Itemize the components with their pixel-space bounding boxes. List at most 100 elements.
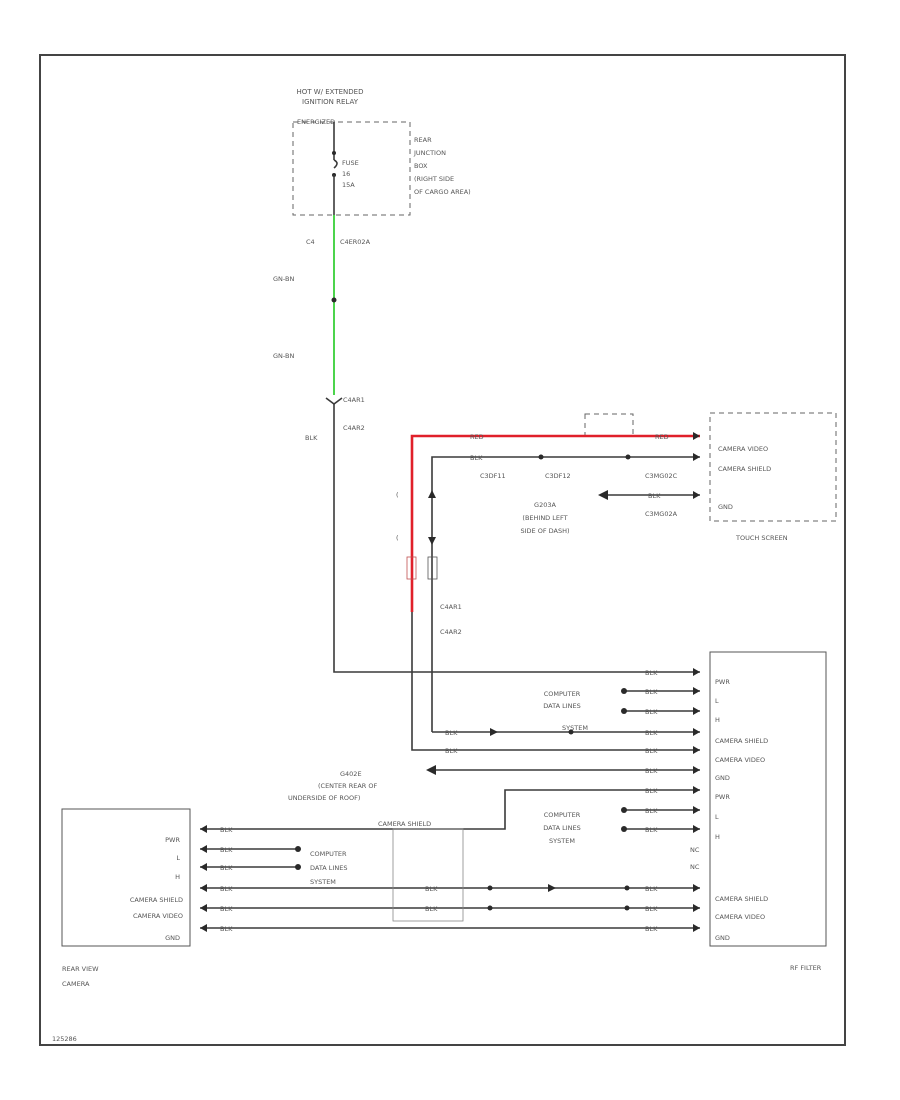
cam-data-dot-h xyxy=(295,864,301,870)
computer-data-1a: COMPUTER xyxy=(544,690,581,698)
relay-label-3: ENERGIZED xyxy=(297,118,335,126)
rear-view-camera-module: PWR L H CAMERA SHIELD CAMERA VIDEO GND R… xyxy=(61,808,191,988)
camera-video-wire-mid xyxy=(411,612,700,751)
rf-filter-module: PWR L H CAMERA SHIELD CAMERA VIDEO GND P… xyxy=(690,651,827,972)
arrow-cam-l xyxy=(200,845,207,853)
wire-label-touch-gnd: BLK xyxy=(648,492,661,500)
arrow-rf-gnd-2 xyxy=(693,924,700,932)
camera-pin-2: L xyxy=(176,854,180,862)
rf-pin-2: L xyxy=(715,697,719,705)
rf-filter-title: RF FILTER xyxy=(790,964,822,972)
rf-pin-4: CAMERA SHIELD xyxy=(715,737,768,745)
shield-enclosure xyxy=(392,828,464,922)
bracket-mark-2: ( xyxy=(396,534,399,542)
rf-pin-1: PWR xyxy=(715,678,730,686)
wire-label-gn-bn-2: GN-BN xyxy=(273,352,294,360)
wire-label-box-blk xyxy=(427,556,438,580)
ground-g402e-arrow xyxy=(426,765,436,775)
arrow-rf-shield-2 xyxy=(693,884,700,892)
conn-dot-video-a xyxy=(487,905,493,911)
ground-g203a-1: G203A xyxy=(534,501,556,509)
rf-pin-14: GND xyxy=(715,934,730,942)
camera-outline xyxy=(61,808,191,947)
wire-label-cam-shield-2: BLK xyxy=(425,885,438,893)
fuse-label-2: 16 xyxy=(342,170,350,178)
connector-dot-shield-2 xyxy=(538,454,544,460)
wire-label-cam-gnd-2: BLK xyxy=(645,925,658,933)
arrow-touch-shield xyxy=(693,453,700,461)
wire-label-cam-pwr: BLK xyxy=(220,826,233,834)
camera-pin-5: CAMERA VIDEO xyxy=(133,912,183,920)
fuse-terminal-top xyxy=(332,151,336,155)
wire-label-rf-gnd: BLK xyxy=(645,767,658,775)
fuse-icon xyxy=(333,159,338,169)
arrow-rf-pwr xyxy=(693,668,700,676)
ground-g402e-3: UNDERSIDE OF ROOF) xyxy=(288,794,360,802)
arrow-rf-video-2 xyxy=(693,904,700,912)
touch-screen-outline xyxy=(709,412,837,522)
connector-frame-top xyxy=(584,413,634,437)
computer-data-3b: DATA LINES xyxy=(310,864,347,872)
rf-filter-outline xyxy=(709,651,827,947)
connector-c3df12: C3DF12 xyxy=(545,472,571,480)
wire-label-red-2: RED xyxy=(655,433,669,441)
cam-data-dot-l xyxy=(295,846,301,852)
wire-label-cam-gnd: BLK xyxy=(220,925,233,933)
connector-dot-rf-shield xyxy=(568,729,574,735)
rf-filter-wires-bottom: BLK CAMERA SHIELD BLK BLK COMPUTER DATA … xyxy=(200,786,700,845)
wire-label-cam-video: BLK xyxy=(220,905,233,913)
wire-label-rf-shield-2: BLK xyxy=(645,729,658,737)
fuse-label-3: 15A xyxy=(342,181,355,189)
camera-pin-3: H xyxy=(175,873,180,881)
camera-title-1: REAR VIEW xyxy=(62,965,99,973)
rf-pin-9: H xyxy=(715,833,720,841)
arrow-cam-shield xyxy=(200,884,207,892)
connector-c3mg02a: C3MG02A xyxy=(645,510,678,518)
conn-dot-video-b xyxy=(624,905,630,911)
connector-c4ar1-a: C4AR1 xyxy=(343,396,365,404)
arrow-rf-shield xyxy=(693,728,700,736)
rf-pin-13: CAMERA VIDEO xyxy=(715,913,765,921)
wire-label-rf-video-1: BLK xyxy=(445,747,458,755)
wire-label-cam-video-3: BLK xyxy=(645,905,658,913)
connector-c4ar1-b: C4AR1 xyxy=(440,603,462,611)
connector-c4ar2-a: C4AR2 xyxy=(343,424,365,432)
wire-label-cam-h: BLK xyxy=(220,864,233,872)
red-camera-video-wire xyxy=(410,434,700,612)
connector-symbol-c4ar xyxy=(325,397,343,405)
data-lines-dot-h xyxy=(621,708,627,714)
wire-label-rf-pwr: BLK xyxy=(645,669,658,677)
conn-dot-shield-a xyxy=(487,885,493,891)
computer-data-2c: SYSTEM xyxy=(549,837,575,845)
conn-dot-shield-b xyxy=(624,885,630,891)
data-lines-dot-l2 xyxy=(621,807,627,813)
computer-data-1c: SYSTEM xyxy=(562,724,588,732)
data-lines-dot-h2 xyxy=(621,826,627,832)
rf-pin-3: H xyxy=(715,716,720,724)
wire-label-rf-l: BLK xyxy=(645,688,658,696)
arrow-shield-vertical-2 xyxy=(428,537,436,545)
power-source: HOT W/ EXTENDED IGNITION RELAY xyxy=(296,88,363,106)
rf-pin-6: GND xyxy=(715,774,730,782)
arrow-touch-video xyxy=(693,432,700,440)
junction-label-2: JUNCTION xyxy=(413,149,446,157)
computer-data-3c: SYSTEM xyxy=(310,878,336,886)
junction-label-4: (RIGHT SIDE xyxy=(414,175,454,183)
connector-c4: C4 xyxy=(306,238,315,246)
connector-dot-shield xyxy=(625,454,631,460)
ground-g402e-1: G402E xyxy=(340,770,362,778)
arrow-shield-conn xyxy=(548,884,556,892)
bracket-mark-1: ( xyxy=(396,491,399,499)
arrow-rf-l2 xyxy=(693,806,700,814)
rf-filter-wires-top: BLK BLK BLK COMPUTER DATA LINES SYSTEM B… xyxy=(288,668,700,802)
arrow-cam-pwr xyxy=(200,825,207,833)
arrow-shield-mid xyxy=(490,728,498,736)
connector-c3mg02c: C3MG02C xyxy=(645,472,678,480)
wire-label-rf-l2: BLK xyxy=(645,807,658,815)
diagram-frame xyxy=(39,54,846,1046)
camera-pin-1: PWR xyxy=(165,836,180,844)
arrow-cam-h xyxy=(200,863,207,871)
arrow-cam-gnd xyxy=(200,924,207,932)
wire-label-cam-video-2: BLK xyxy=(425,905,438,913)
wire-label-rf-h2: BLK xyxy=(645,826,658,834)
